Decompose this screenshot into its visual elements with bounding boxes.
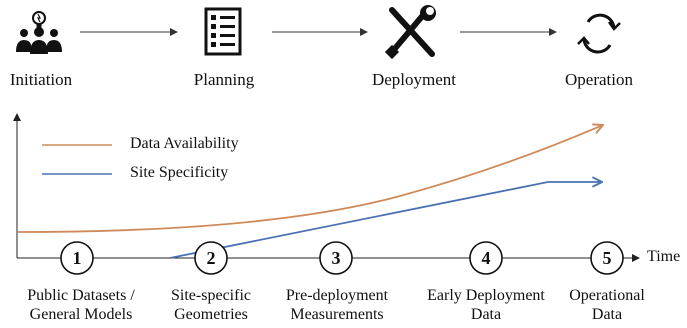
milestone-label-5-line1: Operational	[569, 287, 645, 304]
milestone-label-4-line1: Early Deployment	[427, 287, 545, 304]
milestone-circle-1	[60, 241, 94, 275]
milestone-label-2-line1: Site-specific	[171, 287, 251, 304]
tools-icon	[384, 5, 436, 60]
milestone-label-3-line2: Measurements	[290, 306, 384, 323]
x-axis-arrowhead	[632, 254, 640, 262]
team-idea-icon	[16, 11, 62, 54]
milestone-number-5: 5	[603, 248, 612, 268]
milestone-label-4-line2: Data	[470, 306, 502, 323]
phase-label-deployment: Deployment	[371, 70, 457, 89]
milestone-label-3: Pre-deployment Measurements	[262, 286, 412, 324]
x-axis-label: Time	[647, 248, 681, 265]
milestone-label-5-line2: Data	[591, 306, 623, 323]
milestone-label-1-line1: Public Datasets /	[27, 287, 135, 304]
milestone-number-3: 3	[332, 248, 341, 268]
legend-label-site-specificity: Site Specificity	[130, 164, 229, 181]
phase-label-initiation: Initiation	[9, 70, 73, 89]
milestone-circle-4	[469, 241, 503, 275]
milestone-label-2-line2: Geometries	[174, 306, 248, 323]
milestone-label-2: Site-specific Geometries	[136, 286, 286, 324]
milestone-circle-5	[590, 241, 624, 275]
milestone-label-1: Public Datasets / General Models	[6, 286, 156, 324]
data-availability-curve	[17, 125, 603, 233]
milestone-number-2: 2	[207, 248, 216, 268]
site-specificity-line	[169, 182, 602, 259]
milestone-number-4: 4	[482, 248, 491, 268]
checklist-icon	[204, 7, 242, 56]
milestone-circle-2	[194, 241, 228, 275]
milestone-circle-3	[319, 241, 353, 275]
milestone-label-1-line2: General Models	[29, 306, 133, 323]
milestone-number-1: 1	[73, 248, 82, 268]
legend-label-data-availability: Data Availability	[130, 135, 239, 152]
milestone-label-4: Early Deployment Data	[411, 286, 561, 324]
milestone-label-3-line1: Pre-deployment	[285, 287, 389, 304]
milestone-label-5: Operational Data	[532, 286, 682, 324]
cycle-arrows-icon	[577, 13, 621, 54]
phase-label-operation: Operation	[565, 70, 633, 89]
phase-label-planning: Planning	[193, 70, 255, 89]
y-axis-arrowhead	[13, 113, 21, 121]
milestone-circles	[60, 241, 624, 275]
